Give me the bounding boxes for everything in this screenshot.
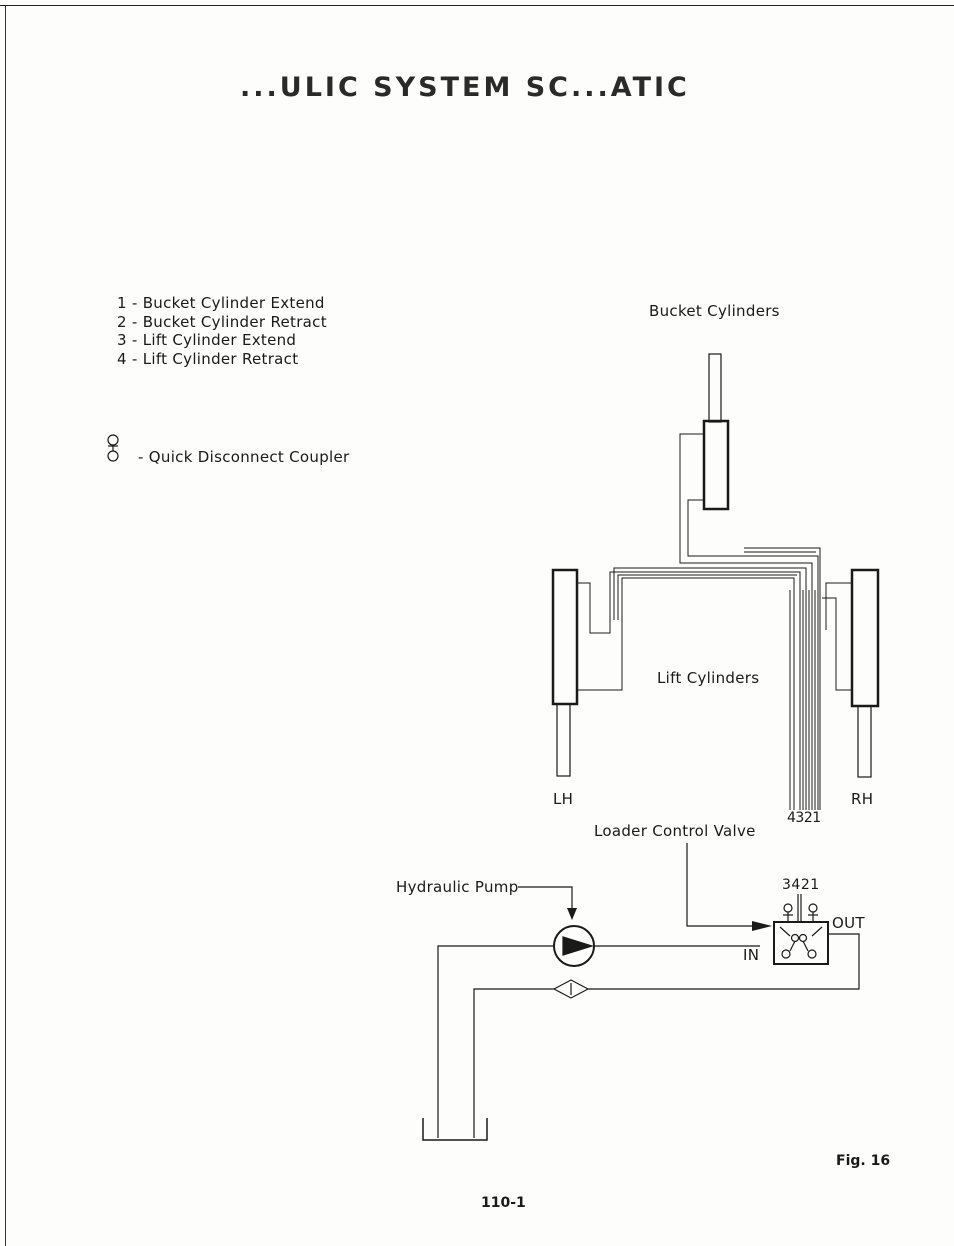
figure-label: Fig. 16	[836, 1153, 891, 1169]
rh-lift-hoses	[789, 582, 852, 810]
page-number: 110-1	[481, 1195, 526, 1211]
reservoir-tank	[422, 1118, 488, 1141]
rh-label: RH	[851, 790, 874, 808]
valve-port-numbers-label: 3421	[782, 877, 820, 893]
out-label: OUT	[832, 914, 865, 932]
loader-control-valve	[773, 894, 829, 965]
lh-label: LH	[553, 790, 574, 808]
page-left-border	[5, 5, 6, 1246]
lh-lift-hoses	[577, 567, 807, 810]
page-title: ...ULIC SYSTEM SC...ATIC	[240, 72, 690, 103]
lh-lift-cylinder	[551, 568, 579, 777]
rh-lift-cylinder	[850, 568, 880, 778]
legend-item-1: 1 - Bucket Cylinder Extend	[117, 294, 325, 312]
loader-control-valve-label: Loader Control Valve	[594, 822, 756, 840]
hydraulic-pump	[553, 925, 595, 967]
coupler-legend-icon	[107, 434, 119, 462]
hydraulic-pump-label: Hydraulic Pump	[396, 878, 519, 896]
legend: 1 - Bucket Cylinder Extend 2 - Bucket Cy…	[117, 294, 327, 368]
bucket-cylinder	[702, 353, 730, 511]
in-label: IN	[743, 946, 760, 964]
bucket-hoses	[679, 433, 821, 810]
legend-item-4: 4 - Lift Cylinder Retract	[117, 349, 299, 368]
coupler-legend-label: - Quick Disconnect Coupler	[138, 448, 350, 466]
legend-item-2: 2 - Bucket Cylinder Retract	[117, 312, 327, 331]
filter-icon	[552, 979, 590, 999]
page-top-border	[0, 5, 954, 6]
bucket-cylinders-label: Bucket Cylinders	[649, 302, 780, 320]
legend-item-3: 3 - Lift Cylinder Extend	[117, 331, 297, 349]
valve-pointer-arrow	[686, 843, 772, 931]
return-line	[473, 933, 860, 1138]
line-numbers-label: 4321	[787, 810, 821, 826]
pump-pointer-arrow	[518, 886, 577, 920]
lift-cylinders-label: Lift Cylinders	[657, 669, 760, 687]
pressure-line	[437, 945, 760, 1138]
